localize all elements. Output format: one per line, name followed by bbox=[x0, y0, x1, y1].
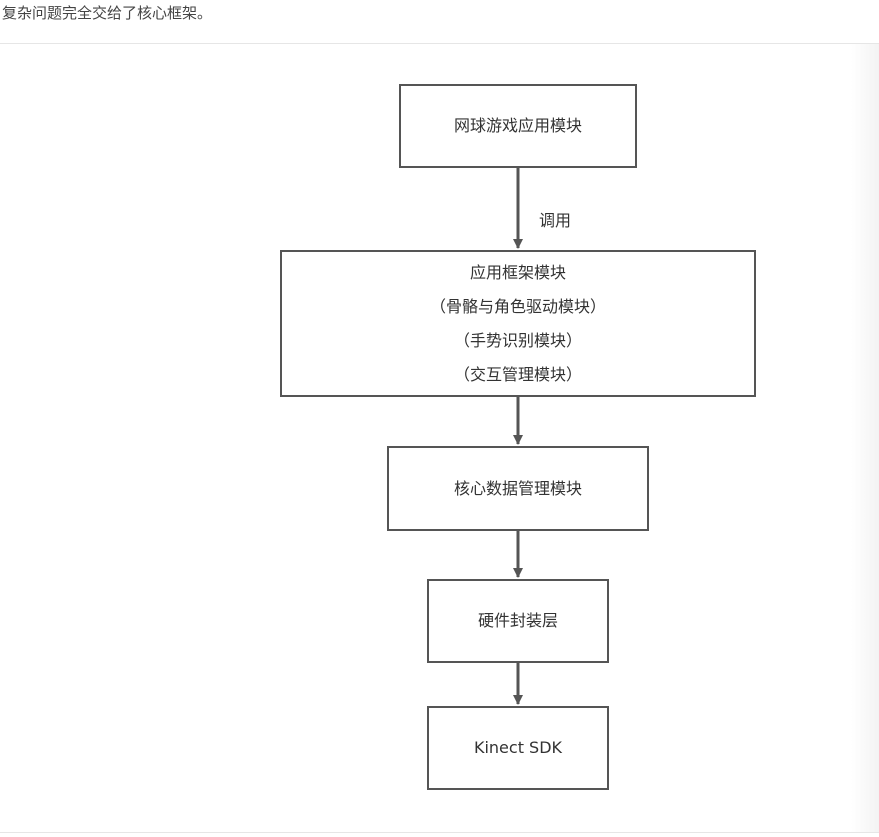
intro-text: 复杂问题完全交给了核心框架。 bbox=[2, 4, 213, 22]
framework-sub3: （交互管理模块） bbox=[453, 364, 582, 384]
hardware-label: 硬件封装层 bbox=[477, 611, 558, 630]
intro-paragraph: 复杂问题完全交给了核心框架。 bbox=[0, 0, 879, 44]
core-data-label: 核心数据管理模块 bbox=[453, 478, 582, 498]
call-label: 调用 bbox=[539, 211, 572, 230]
framework-box: 应用框架模块 （骨骼与角色驱动模块） （手势识别模块） （交互管理模块） bbox=[280, 250, 756, 397]
bottom-divider bbox=[0, 832, 879, 833]
framework-title: 应用框架模块 bbox=[469, 262, 566, 282]
sdk-box: Kinect SDK bbox=[427, 706, 609, 790]
game-module-box: 网球游戏应用模块 bbox=[399, 84, 637, 168]
core-data-box: 核心数据管理模块 bbox=[387, 446, 649, 531]
framework-sub2: （手势识别模块） bbox=[453, 330, 582, 350]
sdk-label: Kinect SDK bbox=[473, 738, 563, 757]
hardware-box: 硬件封装层 bbox=[427, 579, 609, 663]
framework-sub1: （骨骼与角色驱动模块） bbox=[429, 296, 606, 316]
game-module-label: 网球游戏应用模块 bbox=[453, 116, 582, 135]
scroll-shade bbox=[851, 44, 879, 832]
